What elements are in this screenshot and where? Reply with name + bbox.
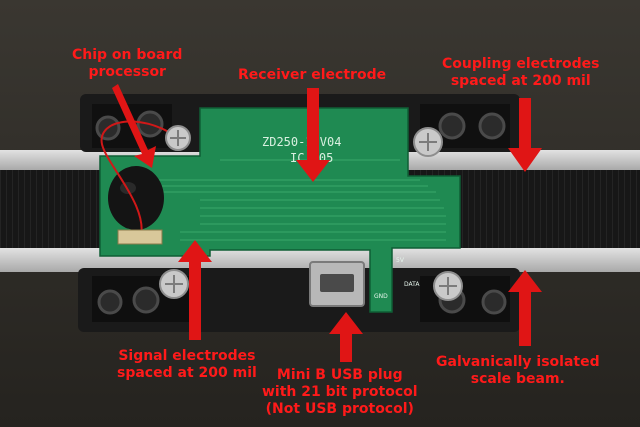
arrow-usb bbox=[329, 312, 363, 362]
label-usb-line-3: (Not USB protocol) bbox=[265, 401, 414, 417]
label-signal-line-2: spaced at 200 mil bbox=[117, 365, 257, 381]
label-coupling-electrodes: Coupling electrodes spaced at 200 mil bbox=[442, 56, 600, 90]
arrow-signal bbox=[178, 240, 212, 340]
label-chip-line-1: Chip on board bbox=[72, 47, 183, 63]
label-usb-line-2: with 21 bit protocol bbox=[262, 384, 418, 400]
label-receiver-electrode: Receiver electrode bbox=[238, 67, 386, 84]
label-isolated-line-1: Galvanically isolated bbox=[436, 354, 600, 370]
label-receiver-line-1: Receiver electrode bbox=[238, 67, 387, 83]
label-usb-plug: Mini B USB plug with 21 bit protocol (No… bbox=[262, 367, 418, 418]
pin-data-label: DATA bbox=[404, 281, 420, 288]
label-chip-line-2: processor bbox=[88, 64, 166, 80]
arrow-coupling bbox=[508, 98, 542, 172]
chip-on-board bbox=[108, 166, 164, 230]
pin-5v-label: 5V bbox=[396, 257, 405, 264]
annotation-arrows bbox=[112, 84, 542, 362]
screws bbox=[159, 125, 463, 301]
pin-gnd-label: GND bbox=[374, 293, 388, 300]
pcb-marking-1: ZD250-1 V04 bbox=[262, 135, 341, 149]
arrow-chip bbox=[112, 84, 156, 168]
label-isolated-beam: Galvanically isolated scale beam. bbox=[436, 354, 600, 388]
label-usb-line-1: Mini B USB plug bbox=[276, 367, 403, 383]
red-wire bbox=[100, 120, 179, 241]
label-signal-line-1: Signal electrodes bbox=[118, 348, 256, 364]
arrow-isolated bbox=[508, 270, 542, 346]
label-coupling-line-1: Coupling electrodes bbox=[442, 56, 600, 72]
label-signal-electrodes: Signal electrodes spaced at 200 mil bbox=[117, 348, 257, 382]
label-chip-on-board: Chip on board processor bbox=[72, 47, 182, 81]
label-isolated-line-2: scale beam. bbox=[470, 371, 565, 387]
pcb-board bbox=[99, 107, 461, 313]
arrow-receiver bbox=[296, 88, 330, 182]
pcb-traces bbox=[150, 159, 446, 241]
label-coupling-line-2: spaced at 200 mil bbox=[450, 73, 591, 89]
